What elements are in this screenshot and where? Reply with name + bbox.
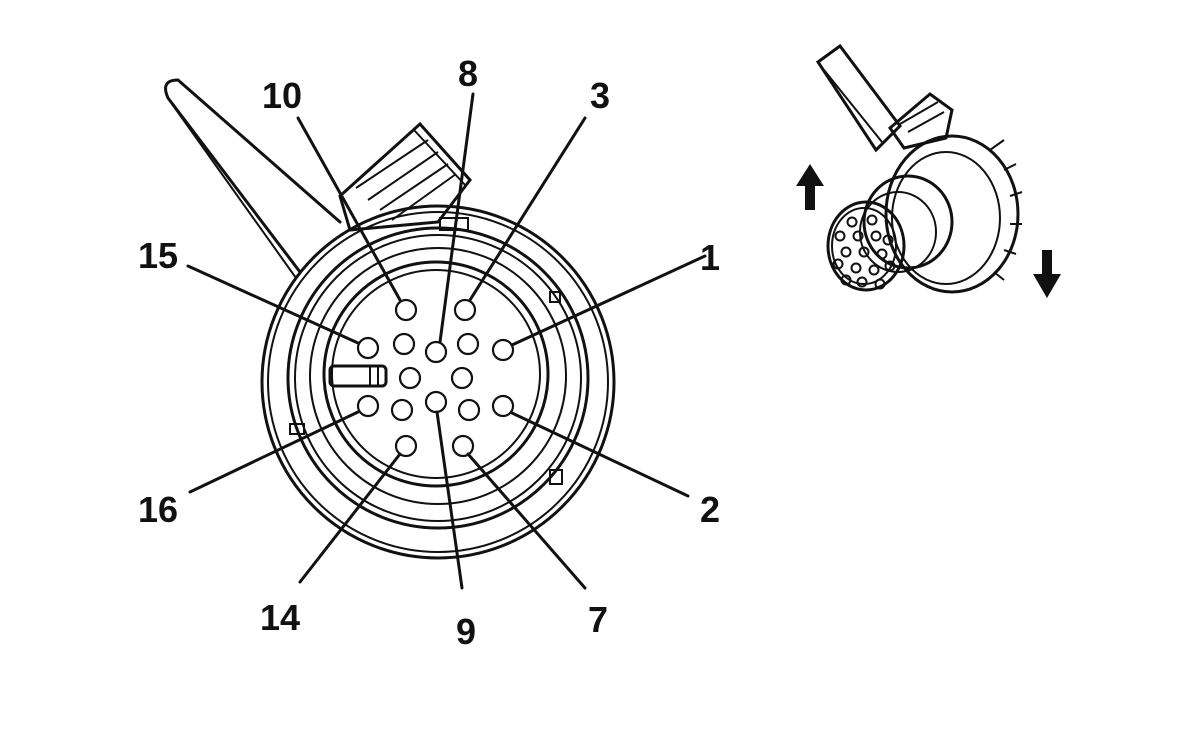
middle-ring bbox=[286, 226, 590, 530]
outer-ring bbox=[260, 204, 616, 560]
pin-label-9: 9 bbox=[456, 611, 476, 652]
connector-face-view: 10 8 3 1 15 16 2 14 9 7 bbox=[138, 53, 720, 652]
pin-1 bbox=[491, 338, 515, 362]
pin-label-16: 16 bbox=[138, 489, 178, 530]
pin-12 bbox=[398, 366, 422, 390]
leader-lines bbox=[186, 92, 707, 590]
pin-2 bbox=[491, 394, 515, 418]
pin-5 bbox=[450, 366, 474, 390]
pin-15 bbox=[356, 336, 380, 360]
pin-7 bbox=[451, 434, 475, 458]
pin-label-10: 10 bbox=[262, 75, 302, 116]
pin-4 bbox=[456, 332, 480, 356]
perspective-pins bbox=[832, 214, 896, 290]
pin-array bbox=[356, 298, 515, 458]
pin-label-group: 10 8 3 1 15 16 2 14 9 7 bbox=[138, 53, 720, 652]
pin-11 bbox=[392, 332, 416, 356]
pin-label-15: 15 bbox=[138, 235, 178, 276]
key-slot bbox=[328, 364, 388, 388]
perspective-pin-face bbox=[826, 200, 906, 292]
perspective-lever bbox=[815, 43, 902, 153]
pin-14 bbox=[394, 434, 418, 458]
pin-label-1: 1 bbox=[700, 237, 720, 278]
pin-8 bbox=[424, 340, 448, 364]
top-latch bbox=[338, 121, 472, 232]
pin-9 bbox=[424, 390, 448, 414]
pin-label-7: 7 bbox=[588, 599, 608, 640]
pin-label-8: 8 bbox=[458, 53, 478, 94]
pin-face-ring bbox=[322, 260, 550, 488]
connector-perspective-view bbox=[796, 43, 1061, 298]
pin-10 bbox=[394, 298, 418, 322]
locking-lever bbox=[164, 78, 342, 274]
pin-13 bbox=[390, 398, 414, 422]
pin-label-3: 3 bbox=[590, 75, 610, 116]
pin-6 bbox=[457, 398, 481, 422]
pin-16 bbox=[356, 394, 380, 418]
pin-3 bbox=[453, 298, 477, 322]
pin-label-2: 2 bbox=[700, 489, 720, 530]
arrow-up-icon bbox=[796, 164, 824, 210]
arrow-down-icon bbox=[1033, 250, 1061, 298]
pin-label-14: 14 bbox=[260, 597, 300, 638]
